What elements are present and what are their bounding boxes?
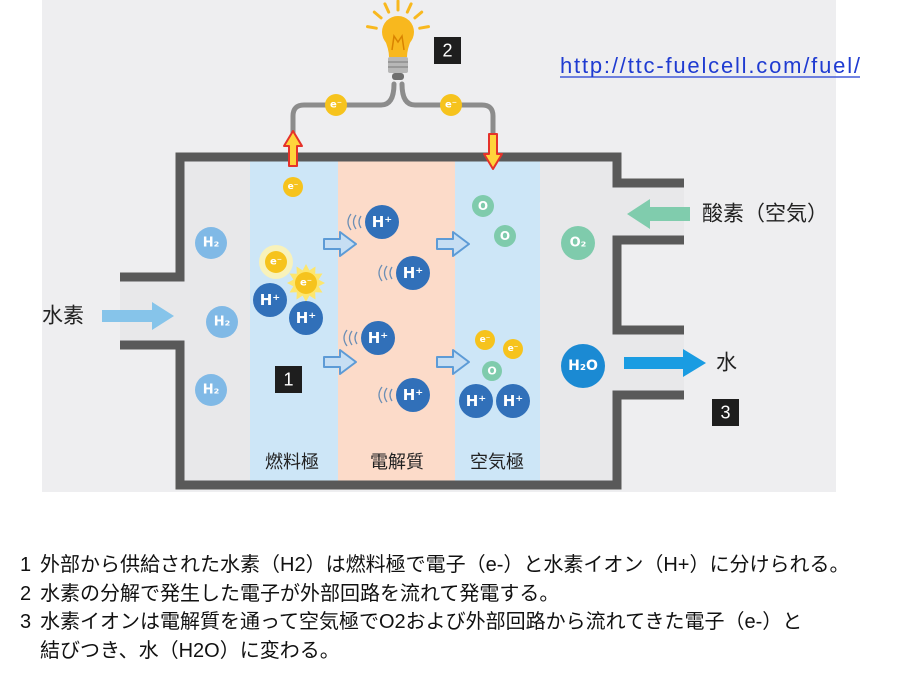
marker-label: 2 (442, 41, 452, 61)
water-output-arrow-icon (624, 349, 706, 377)
cathode-hydrogen-ion: H⁺ (496, 384, 530, 418)
note-number: 3 (20, 611, 32, 633)
wire-anode-side (290, 81, 397, 155)
oxygen-atom-label: O (478, 199, 488, 213)
cell-wall-lower (120, 340, 684, 490)
water-output-label: 水 (716, 352, 737, 375)
electron-out-arrow-icon (283, 130, 303, 167)
hydrogen-input-label: 水素 (42, 305, 84, 328)
cathode-electron: e⁻ (503, 339, 523, 359)
motion-lines (343, 213, 393, 404)
cathode-layer (455, 161, 540, 481)
note-2: 2 水素の分解で発生した電子が外部回路を流れて発電する。 (20, 580, 849, 609)
electrolyte-hydrogen-ion: H⁺ (365, 205, 399, 239)
electron-label: e⁻ (508, 344, 519, 354)
electron-label: e⁻ (270, 257, 282, 268)
oxygen-input-label: 酸素（空気） (702, 203, 828, 226)
hydrogen-molecule-label: H₂ (214, 315, 231, 330)
hydrogen-ion-label: H⁺ (296, 309, 316, 327)
anode-electron: e⁻ (283, 177, 303, 197)
hydrogen-ion-label: H⁺ (372, 213, 392, 231)
marker-label: 3 (720, 403, 730, 423)
external-circuit (290, 81, 496, 155)
electrolyte-hydrogen-ion: H⁺ (361, 321, 395, 355)
note-line: 結びつき、水（H2O）に変わる。 (40, 639, 340, 662)
water-molecule: H₂O (561, 344, 605, 388)
wire-cathode-side (399, 81, 496, 155)
oxygen-molecule-label: O₂ (570, 236, 587, 251)
note-text: 水素の分解で発生した電子が外部回路を流れて発電する。 (40, 580, 559, 609)
cathode-oxygen-atom: O (472, 195, 494, 217)
electrolyte-label: 電解質 (370, 452, 424, 472)
hydrogen-molecule-label: H₂ (203, 383, 220, 398)
note-3: 3 水素イオンは電解質を通って空気極でO2および外部回路から流れてきた電子（e-… (20, 608, 849, 665)
flow-arrow-icon (436, 231, 470, 257)
fuel-cell-diagram: e⁻ e⁻ 2 http://ttc-fuelcell.com/fuel/ 燃料… (42, 0, 861, 492)
electrolyte-layer (338, 161, 455, 481)
oxygen-atom-label: O (500, 229, 510, 243)
hydrogen-molecule: H₂ (195, 227, 227, 259)
hydrogen-molecule-label: H₂ (203, 236, 220, 251)
oxygen-input-arrow-icon (627, 199, 690, 229)
note-text: 水素イオンは電解質を通って空気極でO2および外部回路から流れてきた電子（e-）と… (40, 608, 802, 665)
anode-electron: e⁻ (295, 272, 317, 294)
hydrogen-molecule: H₂ (195, 374, 227, 406)
cathode-electron: e⁻ (475, 330, 495, 350)
note-number: 2 (20, 582, 32, 605)
note-text: 外部から供給された水素（H2）は燃料極で電子（e-）と水素イオン（H+）に分けら… (40, 551, 849, 580)
wire-electron: e⁻ (325, 94, 347, 116)
flow-arrow-icon (323, 349, 357, 375)
note-line: 水素イオンは電解質を通って空気極でO2および外部回路から流れてきた電子（e-）と (40, 611, 803, 633)
cell-outline (120, 152, 684, 490)
anode-hydrogen-ion: H⁺ (253, 283, 287, 317)
bulb-base (388, 57, 408, 73)
electrolyte-hydrogen-ion: H⁺ (396, 378, 430, 412)
electron-label: e⁻ (330, 100, 342, 111)
oxygen-atom-label: O (487, 365, 496, 378)
oxygen-molecule: O₂ (561, 226, 595, 260)
hydrogen-ion-label: H⁺ (503, 392, 523, 410)
explanation-notes: 1 外部から供給された水素（H2）は燃料極で電子（e-）と水素イオン（H+）に分… (20, 551, 849, 665)
anode-hydrogen-ion: H⁺ (289, 301, 323, 335)
source-url-link[interactable]: http://ttc-fuelcell.com/fuel/ (560, 53, 861, 78)
anode-electron: e⁻ (265, 251, 287, 273)
cell-wall-middle (612, 235, 684, 335)
electron-in-arrow-icon (483, 133, 503, 170)
marker-3: 3 (712, 399, 739, 426)
cathode-oxygen-atom: O (482, 361, 502, 381)
cathode-hydrogen-ion: H⁺ (459, 384, 493, 418)
bulb-cap (392, 73, 404, 80)
hydrogen-ion-label: H⁺ (403, 264, 423, 282)
bulb-filament (391, 33, 405, 51)
electron-label: e⁻ (300, 278, 312, 289)
marker-1: 1 (275, 366, 302, 393)
electrolyte-hydrogen-ion: H⁺ (396, 256, 430, 290)
flow-arrow-icon (323, 231, 357, 257)
bulb-rays (366, 0, 430, 30)
hydrogen-ion-label: H⁺ (403, 386, 423, 404)
hydrogen-ion-label: H⁺ (466, 392, 486, 410)
electron-label: e⁻ (445, 100, 457, 111)
note-1: 1 外部から供給された水素（H2）は燃料極で電子（e-）と水素イオン（H+）に分… (20, 551, 849, 580)
electron-label: e⁻ (480, 335, 491, 345)
bulb-neck (384, 38, 412, 57)
hydrogen-input-arrow-icon (102, 302, 174, 330)
note-line: 外部から供給された水素（H2）は燃料極で電子（e-）と水素イオン（H+）に分けら… (40, 554, 850, 576)
note-number: 1 (20, 554, 32, 576)
cathode-label: 空気極 (470, 452, 524, 472)
flow-arrow-icon (436, 349, 470, 375)
wire-electron: e⁻ (440, 94, 462, 116)
cell-wall-upper (120, 152, 684, 282)
cathode-oxygen-atom: O (494, 225, 516, 247)
hydrogen-molecule: H₂ (206, 306, 238, 338)
hydrogen-ion-label: H⁺ (368, 329, 388, 347)
note-line: 水素の分解で発生した電子が外部回路を流れて発電する。 (40, 582, 560, 605)
water-molecule-label: H₂O (568, 358, 598, 374)
electron-label: e⁻ (288, 182, 299, 192)
light-bulb-icon (366, 0, 430, 80)
anode-label: 燃料極 (265, 452, 319, 472)
marker-label: 1 (283, 370, 293, 390)
hydrogen-ion-label: H⁺ (260, 291, 280, 309)
marker-2: 2 (434, 37, 461, 64)
